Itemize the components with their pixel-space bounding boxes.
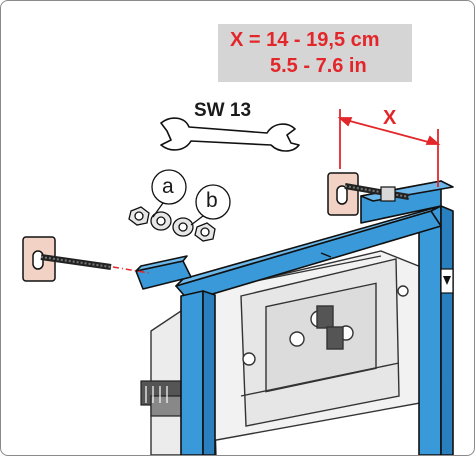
dimension-range-cm: X = 14 - 19,5 cm [230, 29, 380, 51]
dimension-line [337, 109, 441, 187]
wrench-size-label: SW 13 [194, 100, 252, 121]
nut-b [194, 222, 216, 242]
alignment-arrow [320, 252, 454, 294]
nut-a [128, 206, 150, 226]
wall-plate-right [327, 172, 359, 216]
dimension-x-label: X [383, 107, 397, 129]
callout-b-label: b [206, 189, 218, 212]
wall-plate-left [22, 236, 56, 282]
dimension-range-box: X = 14 - 19,5 cm 5.5 - 7.6 in [218, 24, 412, 82]
cistern-body [150, 250, 432, 455]
threaded-rod-left [40, 254, 150, 274]
blue-frame [135, 180, 454, 455]
callout-b-circle [190, 184, 231, 226]
dimension-range-in: 5.5 - 7.6 in [270, 55, 367, 77]
wrench-icon [160, 117, 300, 152]
washer-b [172, 217, 194, 237]
threaded-rod-right [344, 183, 410, 202]
callout-a-circle [151, 169, 187, 218]
washer-a [150, 211, 172, 231]
pipe-connector [140, 380, 182, 417]
callout-a-label: a [162, 175, 174, 198]
